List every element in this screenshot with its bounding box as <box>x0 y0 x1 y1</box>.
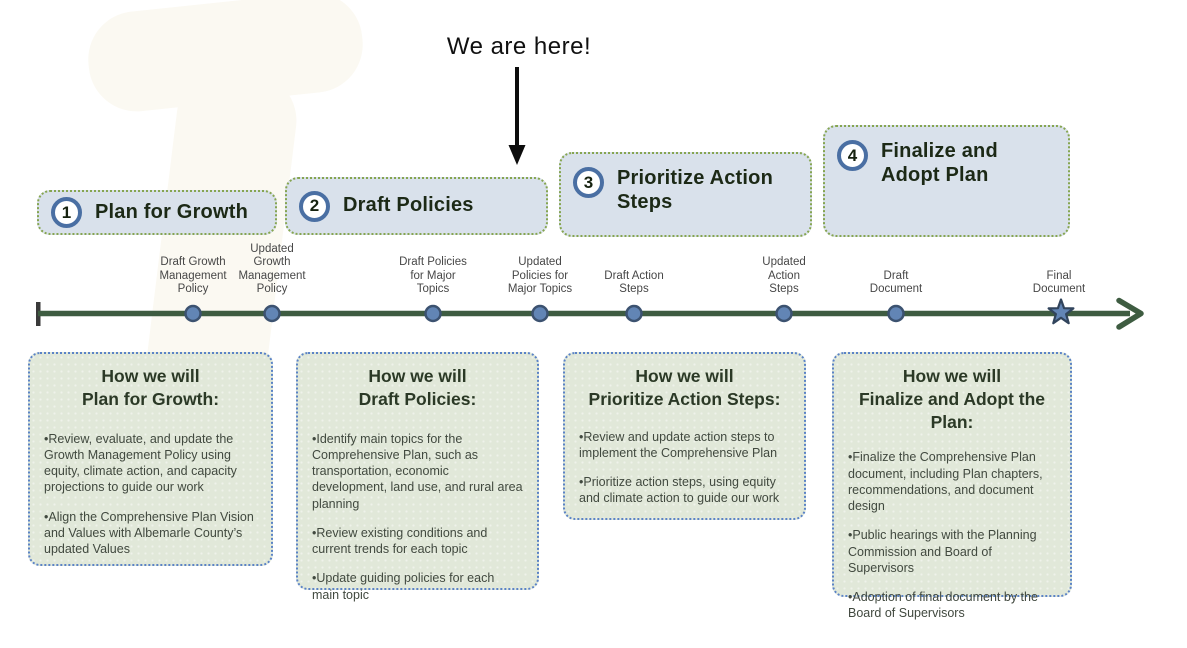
milestone-star-icon <box>1047 298 1075 325</box>
bullet-item: •Finalize the Comprehensive Plan documen… <box>848 450 1043 513</box>
phase-number-badge: 4 <box>837 140 868 171</box>
detail-box-plan-for-growth: How we will Plan for Growth: •Review, ev… <box>28 352 273 566</box>
milestone-label: Draft Growth Management Policy <box>159 256 227 296</box>
detail-box-draft-policies: How we will Draft Policies: •Identify ma… <box>296 352 539 602</box>
detail-title-line1: How we will <box>635 366 734 386</box>
milestone-label: Final Document <box>1032 269 1086 296</box>
milestone-dot <box>625 304 643 323</box>
phase-number-badge: 2 <box>299 190 330 222</box>
detail-title-line2: Draft Policies: <box>358 388 477 409</box>
detail-bullets: •Review, evaluate, and update the Growth… <box>38 431 263 558</box>
bullet-item: •Review existing conditions and current … <box>312 525 488 556</box>
detail-title-line1: How we will <box>368 366 467 386</box>
phase-box-4: 4 Finalize and Adopt Plan <box>823 125 1070 237</box>
milestone-label: Draft Policies for Major Topics <box>399 256 467 296</box>
we-are-here-label: We are here! <box>446 33 592 60</box>
detail-title-line2: Finalize and Adopt the Plan: <box>858 388 1045 432</box>
down-arrow-icon <box>508 67 526 165</box>
milestone-dot <box>775 304 793 323</box>
phase-number: 4 <box>847 145 858 165</box>
milestone-dot <box>424 304 442 323</box>
milestone-label: Updated Growth Management Policy <box>238 242 306 296</box>
phase-title: Finalize and Adopt Plan <box>881 140 998 186</box>
phase-box-2: 2 Draft Policies <box>285 177 548 235</box>
detail-title-line2: Prioritize Action Steps: <box>588 388 781 409</box>
bullet-item: •Update guiding policies for each main t… <box>312 571 495 602</box>
detail-bullets: •Finalize the Comprehensive Plan documen… <box>842 449 1062 621</box>
detail-bullets: •Identify main topics for the Comprehens… <box>306 431 529 603</box>
phase-box-3: 3 Prioritize Action Steps <box>559 152 812 237</box>
bullet-item: •Align the Comprehensive Plan Vision and… <box>44 509 254 557</box>
phase-title: Draft Policies <box>343 194 474 217</box>
milestone-label: Draft Action Steps <box>604 269 664 296</box>
milestone-label: Updated Action Steps <box>762 256 806 296</box>
phase-number-badge: 3 <box>573 167 604 198</box>
bullet-item: •Review and update action steps to imple… <box>579 429 778 460</box>
bullet-item: •Adoption of final document by the Board… <box>848 590 1038 621</box>
timeline-arrowhead-icon <box>1116 297 1144 330</box>
milestone-label: Draft Document <box>869 269 923 296</box>
detail-title-line1: How we will <box>101 366 200 386</box>
bullet-item: •Review, evaluate, and update the Growth… <box>44 431 237 495</box>
phase-number: 3 <box>583 172 594 192</box>
milestone-dot <box>887 304 905 323</box>
detail-box-finalize-adopt-plan: How we will Finalize and Adopt the Plan:… <box>832 352 1072 620</box>
milestone-label: Updated Policies for Major Topics <box>507 256 573 296</box>
milestone-dot <box>531 304 549 323</box>
phase-number-badge: 1 <box>51 197 82 228</box>
detail-title-line2: Plan for Growth: <box>81 388 220 409</box>
phase-number: 2 <box>309 196 320 215</box>
detail-title-line1: How we will <box>902 366 1002 386</box>
phase-title: Prioritize Action Steps <box>617 167 774 213</box>
phase-number: 1 <box>61 202 72 222</box>
detail-box-prioritize-action-steps: How we will Prioritize Action Steps: •Re… <box>563 352 806 520</box>
bullet-item: •Public hearings with the Planning Commi… <box>848 528 1037 575</box>
phase-box-1: 1 Plan for Growth <box>37 190 277 235</box>
detail-bullets: •Review and update action steps to imple… <box>573 429 796 507</box>
timeline-start-tick <box>36 302 41 326</box>
phase-title: Plan for Growth <box>95 200 248 223</box>
bullet-item: •Prioritize action steps, using equity a… <box>579 475 780 506</box>
bullet-item: •Identify main topics for the Comprehens… <box>312 431 523 511</box>
